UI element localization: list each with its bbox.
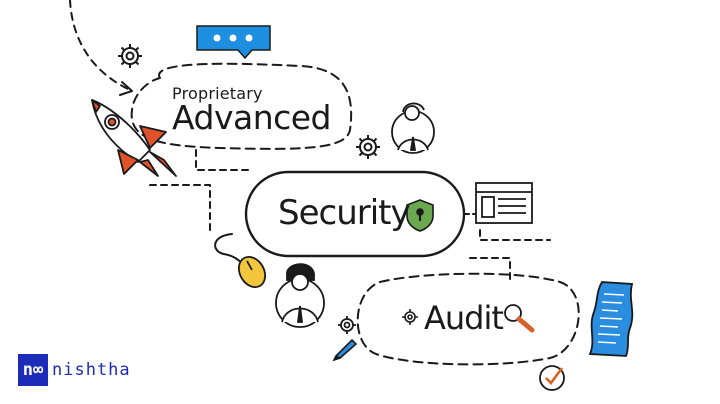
rocket-icon (91, 99, 177, 177)
dashed-connector-1 (195, 149, 251, 171)
gear-icon (402, 309, 418, 325)
dashed-connector-5 (469, 257, 511, 281)
audit-label: Audit (424, 299, 504, 337)
security-label: Security (278, 193, 411, 233)
checkmark-icon (539, 365, 565, 391)
arrow-head (119, 81, 133, 96)
mouse-icon (237, 256, 267, 288)
person-icon (391, 102, 435, 154)
brand-name: nishtha (52, 360, 131, 380)
person-icon (275, 263, 325, 328)
gear-icon (118, 44, 142, 68)
chat-bubble-icon (196, 25, 271, 60)
gear-icon (338, 316, 356, 334)
bubble-outline-audit (356, 272, 580, 366)
bubble-outline-advanced (130, 62, 353, 150)
browser-window-icon (475, 182, 533, 224)
dashed-connector-top (69, 0, 131, 91)
advanced-label: Advanced (172, 98, 332, 137)
shield-lock-icon (406, 199, 434, 232)
brand-logo: n∞ nishtha (18, 353, 131, 387)
magnifier-icon (504, 304, 535, 333)
document-scroll-icon (588, 281, 634, 357)
dashed-connector-2 (149, 184, 211, 233)
pencil-icon (332, 338, 358, 362)
dashed-connector-4 (479, 229, 551, 241)
proprietary-label: Proprietary (172, 84, 263, 103)
gear-icon (356, 135, 380, 159)
brand-mark: n∞ (18, 354, 48, 386)
